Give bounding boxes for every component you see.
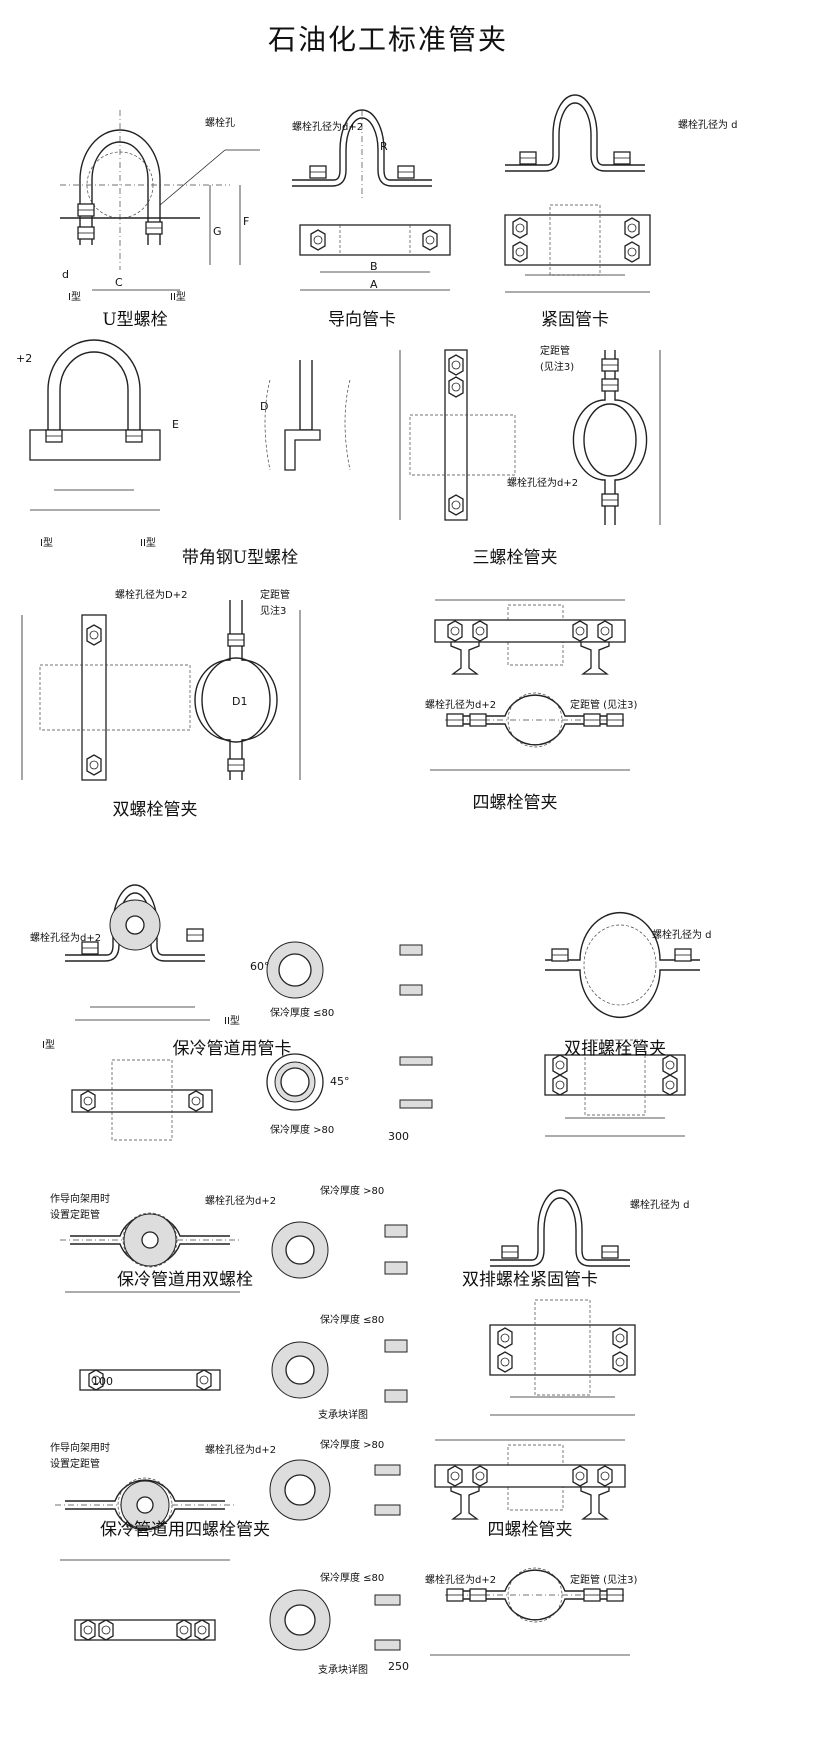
note-guide-use-b: 作导向架用时: [50, 1443, 110, 1454]
caption-cold-four-bolt: 保冷管道用四螺栓管夹: [100, 1520, 270, 1540]
caption-cold-clamp: 保冷管道用管卡: [172, 1039, 292, 1059]
note-bolt-hole: 螺栓孔: [205, 118, 235, 129]
note-plus2: +2: [16, 352, 33, 365]
caption-angle-u-bolt: 带角钢U型螺栓: [181, 548, 299, 568]
caption-u-bolt: U型螺栓: [102, 310, 168, 330]
note-cold-le80-c: 保冷厚度 ≤80: [320, 1573, 385, 1584]
cold-two-bolt-drawing: [59, 1212, 408, 1403]
note-spacer-note: (见注3): [540, 362, 575, 373]
note-spacer-c: 定距管: [260, 590, 290, 601]
note-bolt-hole-d2-d: 螺栓孔径为d+2: [30, 933, 102, 944]
dim-C: C: [115, 276, 123, 289]
note-set-spacer: 设置定距管: [50, 1210, 100, 1221]
note-bolt-hole-D2: 螺栓孔径为D+2: [115, 590, 188, 601]
note-cold-gt80-c: 保冷厚度 >80: [320, 1440, 385, 1451]
four-bolt-clamp-drawing-2: [430, 1439, 630, 1656]
dim-B: B: [370, 260, 378, 273]
dim-D1: D1: [232, 695, 248, 708]
dim-D: D: [260, 400, 269, 413]
fastening-clamp-drawing: [504, 94, 651, 293]
note-support-detail-b: 支承块详图: [318, 1665, 368, 1676]
note-bolt-hole-d2: 螺栓孔径为d+2: [292, 122, 364, 133]
caption-two-bolt: 双螺栓管夹: [112, 800, 198, 820]
note-set-spacer-b: 设置定距管: [50, 1459, 100, 1470]
note-bolt-hole-d2-b: 螺栓孔径为d+2: [507, 478, 579, 489]
double-row-clamp-drawing: [544, 911, 700, 1137]
note-guide-use: 作导向架用时: [50, 1194, 110, 1205]
note-cold-le80-b: 保冷厚度 ≤80: [320, 1315, 385, 1326]
note-cold-gt80: 保冷厚度 >80: [270, 1125, 335, 1136]
three-bolt-clamp-drawing: [399, 349, 661, 525]
double-row-fastening-drawing: [489, 1189, 636, 1416]
note-bolt-hole-d2-e: 螺栓孔径为d+2: [205, 1196, 277, 1207]
note-bolt-hole-d-b: 螺栓孔径为 d: [652, 930, 712, 941]
note-angle-45: 45°: [330, 1075, 350, 1088]
dim-E: E: [172, 418, 179, 431]
caption-double-row-fastening: 双排螺栓紧固管卡: [462, 1270, 598, 1290]
note-type2-b: II型: [140, 538, 156, 549]
angle-u-bolt-drawing: [29, 339, 351, 511]
caption-cold-two-bolt: 保冷管道用双螺栓: [117, 1270, 253, 1290]
note-spacer: 定距管: [540, 346, 570, 357]
dim-d: d: [62, 268, 69, 281]
caption-guide-clamp: 导向管卡: [328, 310, 396, 330]
note-angle-60: 60°: [250, 960, 270, 973]
note-type2: II型: [170, 292, 186, 303]
note-cold-le80: 保冷厚度 ≤80: [270, 1008, 335, 1019]
caption-fastening-clamp: 紧固管卡: [541, 310, 609, 330]
caption-four-bolt-1: 四螺栓管夹: [472, 793, 558, 813]
note-bolt-hole-d: 螺栓孔径为 d: [678, 120, 738, 131]
caption-three-bolt: 三螺栓管夹: [472, 548, 558, 568]
note-support-detail: 支承块详图: [318, 1410, 368, 1421]
note-dim-100: 100: [92, 1375, 113, 1388]
note-bolt-hole-d2-c: 螺栓孔径为d+2: [425, 700, 497, 711]
four-bolt-clamp-drawing-1: [430, 599, 630, 771]
dim-F: F: [243, 215, 250, 228]
note-bolt-hole-d2-f: 螺栓孔径为d+2: [205, 1445, 277, 1456]
dim-G: G: [213, 225, 222, 238]
note-dim-300: 300: [388, 1130, 409, 1143]
guide-clamp-drawing: [291, 109, 451, 291]
note-type1-b: I型: [40, 538, 53, 549]
note-spacer-note2: 见注3: [260, 606, 287, 617]
note-bolt-hole-d-c: 螺栓孔径为 d: [630, 1200, 690, 1211]
note-bolt-hole-d2-g: 螺栓孔径为d+2: [425, 1575, 497, 1586]
u-bolt-drawing: [60, 110, 260, 291]
page-title: 石油化工标准管夹: [268, 23, 509, 56]
note-spacer-full: 定距管 (见注3): [570, 700, 638, 711]
cold-four-bolt-drawing: [54, 1459, 401, 1651]
note-cold-gt80-b: 保冷厚度 >80: [320, 1186, 385, 1197]
note-spacer-full-b: 定距管 (见注3): [570, 1575, 638, 1586]
note-type1-c: I型: [42, 1040, 55, 1051]
dim-A: A: [370, 278, 378, 291]
cold-pipe-clamp-drawing: [64, 884, 433, 1141]
note-type2-c: II型: [224, 1016, 240, 1027]
two-bolt-clamp-drawing: [21, 600, 301, 781]
dim-R: R: [380, 140, 388, 153]
caption-four-bolt-2: 四螺栓管夹: [487, 1520, 573, 1540]
caption-double-row: 双排螺栓管夹: [564, 1039, 666, 1059]
note-type1: I型: [68, 292, 81, 303]
note-dim-250: 250: [388, 1660, 409, 1673]
